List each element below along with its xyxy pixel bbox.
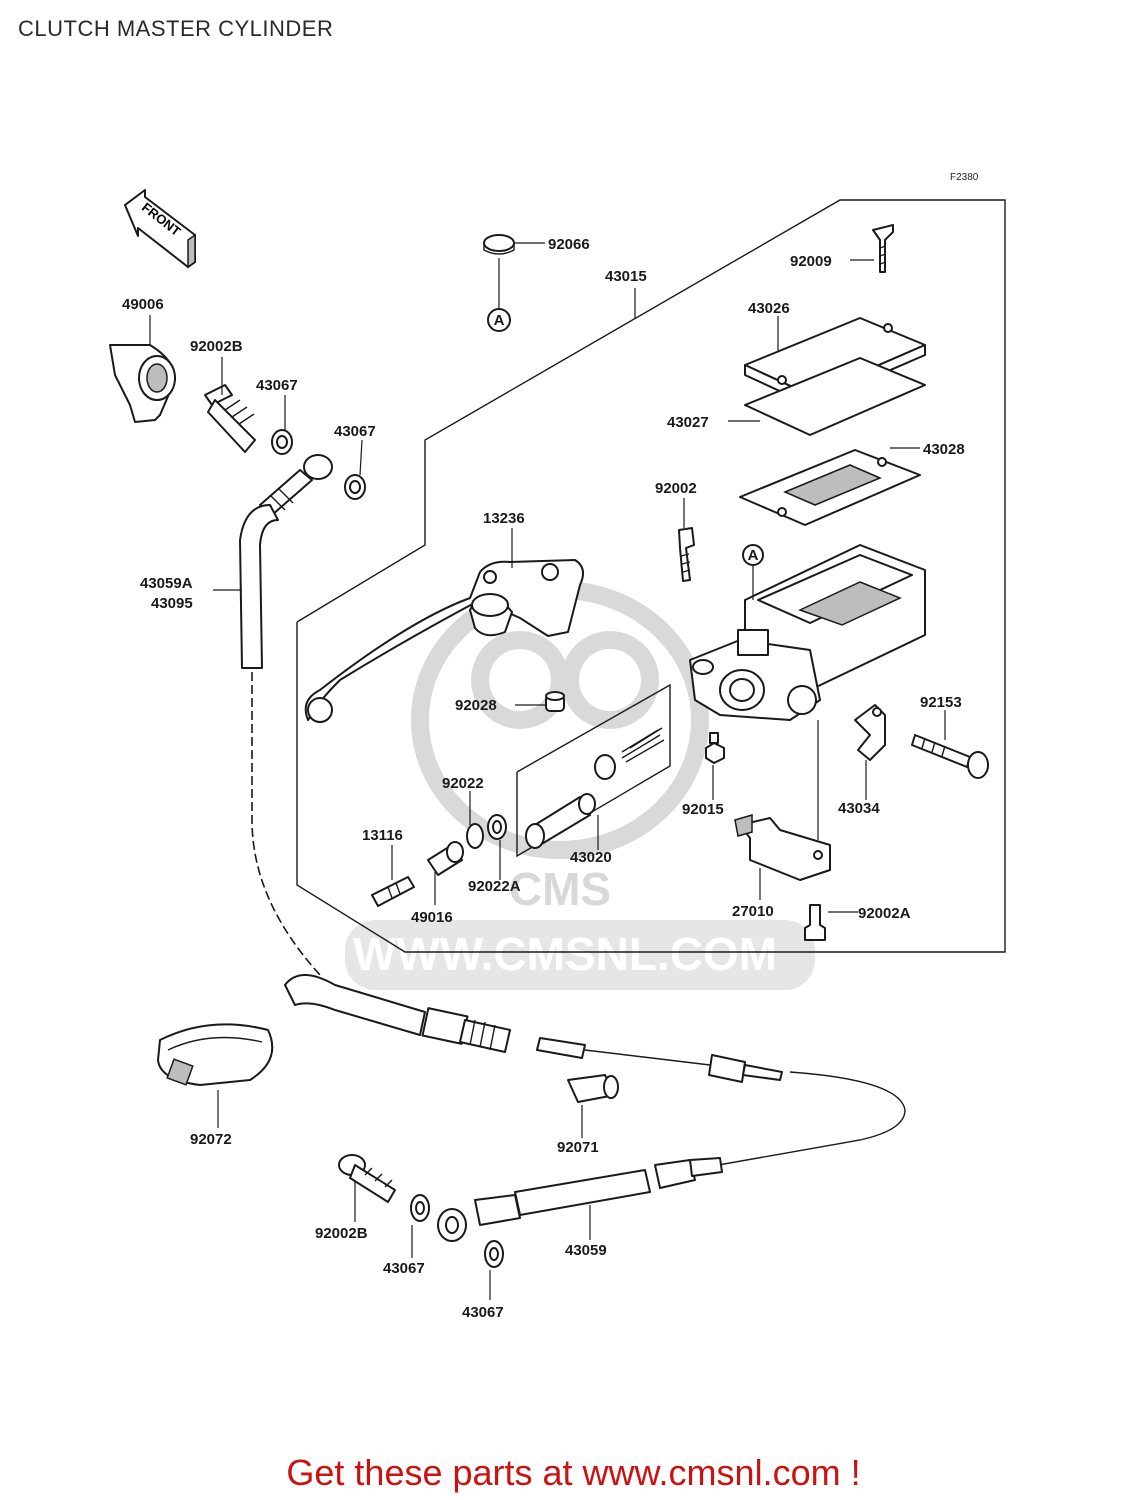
label-13116: 13116: [362, 827, 403, 844]
label-92071: 92071: [557, 1139, 599, 1156]
piston-43020: [525, 727, 665, 849]
piston-kit-outline: [516, 683, 671, 858]
label-43020: 43020: [570, 849, 612, 866]
banjo-bolt-92002B-top: [204, 384, 256, 453]
ref-marker-a-body: A: [742, 544, 764, 566]
label-43067-a: 43067: [256, 377, 298, 394]
watermark-url: WWW.CMSNL.COM: [353, 928, 777, 980]
watermark-logo: CMS: [509, 863, 611, 915]
label-49006: 49006: [122, 296, 164, 313]
label-43067-c: 43067: [383, 1260, 425, 1277]
master-cylinder-body: [689, 629, 821, 721]
screw-92002A: [804, 904, 826, 941]
clutch-cable: [284, 974, 906, 1242]
svg-text:A: A: [494, 312, 505, 329]
figure-code: F2380: [950, 172, 979, 183]
switch-27010: [734, 813, 831, 881]
plate-43027: [744, 357, 926, 436]
label-43067-d: 43067: [462, 1304, 504, 1321]
bushing-92028: [545, 691, 565, 712]
label-43027: 43027: [667, 414, 709, 431]
label-43028: 43028: [923, 441, 965, 458]
ref-marker-a-top: A: [487, 308, 511, 332]
footer-promo-link[interactable]: Get these parts at www.cmsnl.com !: [286, 1452, 861, 1493]
clamp-43034: [854, 704, 886, 761]
label-92002B-bottom: 92002B: [315, 1225, 368, 1242]
leader-lines: [149, 242, 946, 1300]
label-13236: 13236: [483, 510, 525, 527]
front-arrow-icon: FRONT: [124, 189, 196, 269]
banjo-bolt-92002B-bottom: [338, 1154, 396, 1203]
label-43015: 43015: [605, 268, 647, 285]
label-43059: 43059: [565, 1242, 607, 1259]
diaphragm-43028: [739, 449, 921, 526]
fitting-92071: [567, 1074, 619, 1103]
label-43067-b: 43067: [334, 423, 376, 440]
label-43026: 43026: [748, 300, 790, 317]
boot-49006: [109, 344, 176, 423]
label-92002B-top: 92002B: [190, 338, 243, 355]
label-92009: 92009: [790, 253, 832, 270]
label-92072: 92072: [190, 1131, 232, 1148]
label-43059A: 43059A: [140, 575, 193, 592]
part-labels: 49006 92002B 43067 43067 43059A 43095 92…: [122, 236, 965, 1321]
lever-13236: [304, 559, 585, 723]
page-title: CLUTCH MASTER CYLINDER: [18, 16, 334, 41]
circlip-92022: [466, 823, 484, 849]
watermark: CMS WWW.CMSNL.COM: [345, 581, 815, 990]
svg-text:A: A: [748, 547, 759, 564]
label-92022A: 92022A: [468, 878, 521, 895]
cap-92066: [483, 234, 515, 255]
hose-route-line: [251, 672, 321, 976]
bolt-92153: [911, 734, 989, 779]
band-92072: [157, 1023, 274, 1086]
nut-92015: [705, 732, 725, 764]
label-92153: 92153: [920, 694, 962, 711]
label-43095: 43095: [151, 595, 193, 612]
label-92002: 92002: [655, 480, 697, 497]
label-43034: 43034: [838, 800, 880, 817]
label-92015: 92015: [682, 801, 724, 818]
screw-92009: [872, 224, 894, 273]
label-92002A: 92002A: [858, 905, 911, 922]
rod-13116: [371, 876, 415, 907]
label-92028: 92028: [455, 697, 497, 714]
hose-43059A: [239, 504, 279, 669]
assembly-outline: [296, 199, 1006, 953]
label-27010: 27010: [732, 903, 774, 920]
boot-49016: [427, 841, 464, 876]
label-92022: 92022: [442, 775, 484, 792]
bleeder-92002: [678, 527, 695, 582]
label-49016: 49016: [411, 909, 453, 926]
label-92066: 92066: [548, 236, 590, 253]
